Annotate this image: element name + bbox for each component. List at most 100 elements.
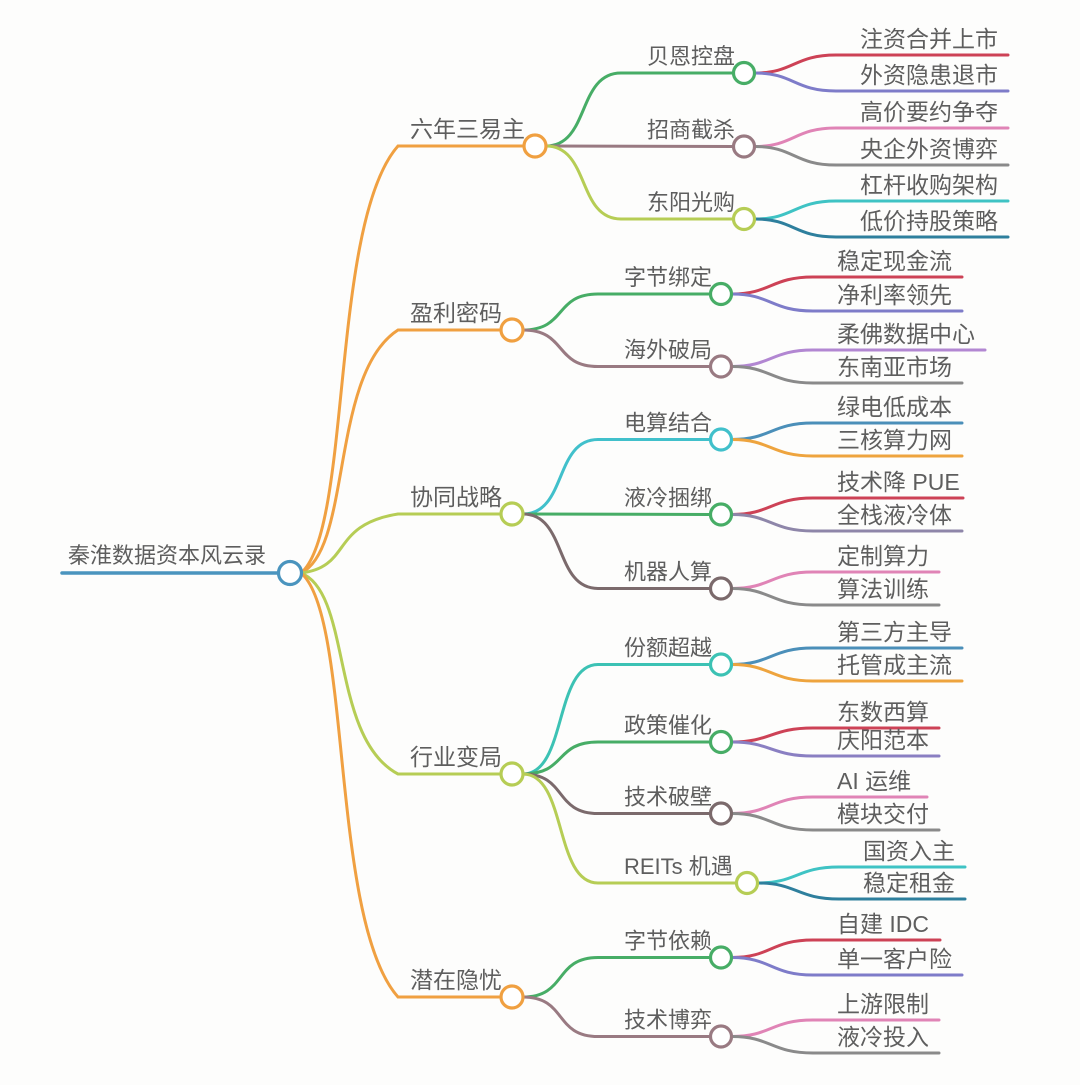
leaf-label[interactable]: AI 运维 [837, 768, 911, 794]
leaf-connector [730, 587, 941, 607]
leaf-label[interactable]: 净利率领先 [837, 282, 952, 308]
leaf-label[interactable]: 庆阳范本 [837, 727, 929, 753]
leaf-label[interactable]: 单一客户险 [837, 946, 952, 972]
leaf-label[interactable]: 稳定租金 [863, 870, 955, 896]
subtopic-node-circle[interactable] [734, 870, 760, 896]
subtopic-node-circle[interactable] [708, 945, 734, 970]
leaf-label[interactable]: 模块交付 [837, 801, 929, 827]
branch-topic-label[interactable]: 六年三易主 [410, 116, 525, 142]
leaf-connector [730, 513, 964, 533]
leaf-label[interactable]: 自建 IDC [837, 911, 929, 937]
leaf-connector [730, 365, 964, 385]
subtopic-connector [521, 663, 712, 776]
leaf-label[interactable]: 托管成主流 [837, 652, 952, 678]
subtopic-connector [521, 772, 738, 885]
subtopic-connector [521, 512, 712, 590]
subtopic-connector [521, 740, 712, 776]
subtopic-node-circle[interactable] [731, 60, 757, 86]
branch-connector [299, 571, 503, 776]
branch-node-circle[interactable] [522, 133, 548, 159]
leaf-connector [756, 881, 967, 901]
leaf-label[interactable]: 算法训练 [837, 576, 929, 602]
leaf-label[interactable]: 技术降 PUE [837, 469, 960, 495]
subtopic-label[interactable]: 招商截杀 [647, 118, 735, 143]
leaf-label[interactable]: 液冷投入 [837, 1024, 929, 1050]
subtopic-node-circle[interactable] [708, 1024, 734, 1049]
leaf-connector [730, 1035, 941, 1055]
branch-node-circle[interactable] [499, 501, 525, 527]
subtopic-connector [521, 292, 712, 332]
leaf-connector [730, 956, 964, 977]
branch-topic-label[interactable]: 行业变局 [410, 744, 502, 770]
subtopic-label[interactable]: 技术破壁 [624, 785, 712, 810]
subtopic-label[interactable]: 字节依赖 [624, 929, 712, 954]
subtopic-node-circle[interactable] [731, 134, 757, 159]
leaf-connector [730, 740, 941, 758]
leaf-label[interactable]: 三核算力网 [837, 427, 952, 453]
leaf-label[interactable]: 绿电低成本 [837, 394, 952, 420]
leaf-label[interactable]: 注资合并上市 [860, 26, 998, 52]
leaf-label[interactable]: 低价持股策略 [860, 208, 998, 234]
subtopic-connector [521, 995, 712, 1038]
leaf-label[interactable]: 国资入主 [863, 838, 955, 864]
leaf-connector [730, 292, 964, 313]
subtopic-label[interactable]: 技术博弈 [624, 1008, 712, 1033]
subtopic-label[interactable]: 份额超越 [624, 636, 712, 661]
branch-connector [299, 571, 503, 999]
leaf-connector [753, 71, 1010, 93]
subtopic-label[interactable]: 政策催化 [624, 713, 712, 738]
leaf-label[interactable]: 上游限制 [837, 991, 929, 1017]
branch-topic-label[interactable]: 盈利密码 [410, 300, 502, 326]
leaf-label[interactable]: 杠杆收购架构 [860, 172, 998, 198]
leaf-label[interactable]: 柔佛数据中心 [837, 321, 975, 347]
leaf-label[interactable]: 东南亚市场 [837, 354, 952, 380]
leaf-connector [753, 145, 1010, 167]
subtopic-connector [521, 772, 712, 815]
subtopic-label[interactable]: 东阳光购 [647, 190, 735, 215]
leaf-connector [753, 217, 1010, 239]
subtopic-label[interactable]: 电算结合 [624, 411, 712, 436]
leaf-label[interactable]: 第三方主导 [837, 619, 952, 645]
root-node-circle[interactable] [276, 559, 304, 587]
branch-node-circle[interactable] [499, 317, 525, 343]
leaf-label[interactable]: 稳定现金流 [837, 248, 952, 274]
branch-connector [299, 328, 503, 575]
subtopic-connector [521, 512, 712, 516]
subtopic-connector [544, 144, 735, 148]
leaf-label[interactable]: 高价要约争夺 [860, 99, 998, 125]
leaf-label[interactable]: 央企外资博弈 [860, 136, 998, 162]
subtopic-node-circle[interactable] [708, 427, 734, 452]
subtopic-connector [544, 71, 735, 148]
subtopic-label[interactable]: REITs 机遇 [624, 854, 733, 879]
subtopic-connector [521, 956, 712, 999]
subtopic-node-circle[interactable] [708, 502, 734, 527]
subtopic-node-circle[interactable] [708, 729, 734, 755]
subtopic-label[interactable]: 液冷捆绑 [624, 486, 712, 511]
leaf-label[interactable]: 外资隐患退市 [860, 62, 998, 88]
branch-node-circle[interactable] [499, 984, 525, 1010]
subtopic-connector [544, 144, 735, 221]
subtopic-node-circle[interactable] [708, 281, 734, 307]
subtopic-node-circle[interactable] [708, 652, 734, 677]
leaf-label[interactable]: 东数西算 [837, 699, 929, 725]
branch-topic-label[interactable]: 潜在隐忧 [410, 967, 502, 993]
subtopic-node-circle[interactable] [708, 576, 734, 601]
subtopic-node-circle[interactable] [708, 801, 734, 826]
subtopic-node-circle[interactable] [731, 206, 757, 232]
leaf-connector [730, 438, 964, 458]
subtopic-label[interactable]: 贝恩控盘 [647, 44, 735, 69]
branch-connector [299, 512, 503, 575]
branch-topic-label[interactable]: 协同战略 [410, 484, 502, 510]
branch-node-circle[interactable] [499, 761, 525, 787]
subtopic-connector [521, 438, 712, 516]
subtopic-label[interactable]: 机器人算 [624, 560, 712, 585]
subtopic-node-circle[interactable] [708, 354, 734, 379]
leaf-label[interactable]: 全栈液冷体 [837, 502, 952, 528]
leaf-label[interactable]: 定制算力 [837, 543, 929, 569]
subtopic-label[interactable]: 字节绑定 [624, 265, 712, 290]
branch-connector [299, 144, 526, 575]
root-topic-label[interactable]: 秦淮数据资本风云录 [68, 543, 266, 568]
subtopic-label[interactable]: 海外破局 [624, 338, 712, 363]
